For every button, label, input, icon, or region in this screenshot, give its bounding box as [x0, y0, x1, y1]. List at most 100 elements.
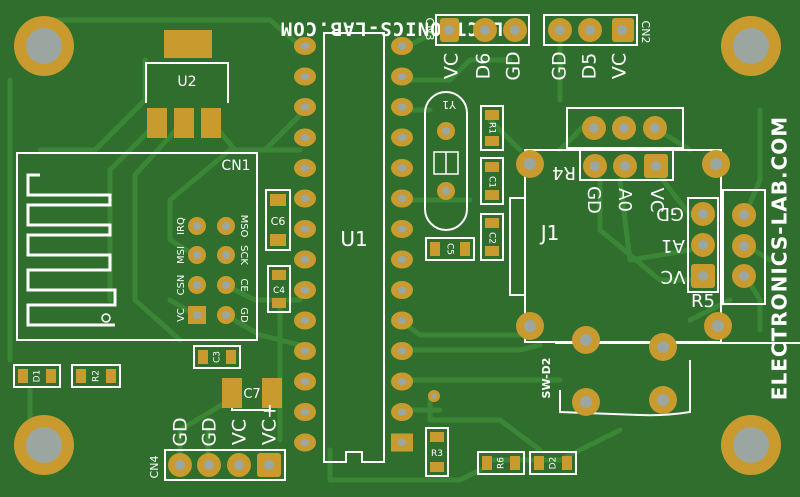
- u1-pin-hole: [397, 439, 407, 446]
- cn1-pin-mso: MSO: [238, 215, 249, 238]
- u1-pin-hole: [300, 164, 310, 172]
- r4-pin-a0: A0: [614, 188, 635, 212]
- c1-capacitor: C1: [480, 157, 504, 205]
- cn3-label: CN3: [423, 18, 436, 41]
- u1-pin-hole: [300, 256, 310, 263]
- mounting-holes: [14, 16, 781, 475]
- u1-pin-hole: [397, 42, 407, 50]
- cn1-pin-msi: MSI: [176, 246, 187, 264]
- u1-pin-hole: [397, 103, 407, 111]
- cn3-pin-d6: D6: [473, 53, 495, 80]
- d1-label: D1: [33, 370, 43, 383]
- r6-resistor: R6: [477, 451, 525, 475]
- u2-regulator: U2: [145, 30, 229, 138]
- r5-pin-a1: A1: [661, 235, 685, 256]
- cn2-label: CN2: [639, 21, 652, 44]
- j1-joystick: J1: [509, 149, 732, 343]
- u1-pin-hole: [300, 134, 310, 141]
- c7-label: C7: [243, 387, 260, 402]
- c5-capacitor: C5: [425, 237, 475, 261]
- r3-label: R3: [431, 449, 443, 459]
- j1-label: J1: [539, 221, 560, 245]
- u1-pin-hole: [397, 378, 407, 385]
- cn3-pin-vc: VC: [441, 53, 463, 79]
- u1-pin-hole: [397, 134, 407, 141]
- u1-pin-hole: [397, 256, 407, 263]
- u1-pin-hole: [300, 286, 310, 294]
- cn4-pin-gd-1: GD: [170, 417, 192, 446]
- r5-label: R5: [691, 291, 715, 312]
- cn1-pins: [188, 217, 235, 324]
- u1-pin-hole: [397, 347, 407, 355]
- u1-pin-hole: [300, 408, 310, 416]
- cn3-pin-gd: GD: [503, 51, 525, 80]
- r4-pin-vc: VC: [646, 188, 667, 213]
- cn4-pin-vc: VC: [229, 419, 251, 445]
- u1-pin-hole: [397, 195, 407, 202]
- cn1-pin-irq: IRQ: [176, 217, 187, 235]
- y1-crystal: Y1: [424, 91, 468, 231]
- u1-pin-hole: [300, 73, 310, 80]
- u2-label: U2: [177, 74, 196, 90]
- cn2-pin-d5: D5: [579, 53, 601, 80]
- cn1-pin-vc: VC: [176, 308, 187, 322]
- u1-pin-hole: [397, 317, 407, 324]
- r4-pin-gd: GD: [583, 186, 604, 214]
- u1-pin-hole: [397, 286, 407, 294]
- cn2-pin-vc: VC: [609, 53, 631, 79]
- c4-label: C4: [273, 286, 285, 296]
- c2-capacitor: C2: [480, 213, 504, 261]
- u1-pin-hole: [300, 225, 310, 233]
- u1-pin-hole: [300, 195, 310, 202]
- u1-label: U1: [340, 227, 367, 251]
- r3-resistor: R3: [425, 427, 449, 477]
- u1-pin-hole: [300, 317, 310, 324]
- u1-pin-hole: [397, 408, 407, 416]
- cn1-label: CN1: [221, 158, 250, 174]
- d1-diode: D1: [13, 364, 61, 388]
- cn1-pin-csn: CSN: [176, 275, 187, 296]
- cn1-radio-module: CN1 IRQ MSI CSN VC MSO SCK CE GD: [16, 152, 258, 341]
- d2-diode: D2: [529, 451, 577, 475]
- c3-label: C3: [213, 351, 223, 363]
- cn4-pin-gd-2: GD: [199, 417, 221, 446]
- vias: [428, 390, 440, 402]
- u1-pin-hole: [397, 164, 407, 172]
- u1-pin-hole: [300, 439, 310, 446]
- u1-pin-hole: [397, 225, 407, 233]
- u1-pin-hole: [300, 347, 310, 355]
- r4-label: R4: [552, 162, 576, 183]
- r5-pin-vc: VC: [661, 266, 686, 287]
- y1-label: Y1: [442, 98, 457, 111]
- r2-label: R2: [92, 370, 102, 382]
- website-label-side: ELECTRONICS-LAB.COM: [768, 116, 792, 400]
- r5-pin-gd: GD: [656, 203, 684, 224]
- r6-label: R6: [497, 457, 507, 469]
- cn2-pin-gd: GD: [549, 51, 571, 80]
- cn1-pin-ce: CE: [238, 278, 249, 291]
- c7-capacitor: C7: [222, 378, 282, 411]
- c6-label: C6: [271, 215, 286, 228]
- sw-d2-switch: SW-D2: [540, 326, 800, 417]
- cn4-header: CN4 GD GD VC VC+: [148, 403, 286, 481]
- r4-potentiometer: R4 GD A0 VC: [552, 107, 684, 214]
- sw-d2-label: SW-D2: [540, 358, 553, 399]
- c6-capacitor: C6: [265, 189, 291, 251]
- r5-potentiometer: R5 GD A1 VC: [656, 189, 766, 312]
- cn3-header: CN3 VC D6 GD: [423, 14, 530, 81]
- u1-pins: [294, 37, 413, 452]
- cn1-pin-sck: SCK: [238, 245, 249, 265]
- cn1-pin-gd: GD: [238, 307, 249, 323]
- u1-pin-hole: [397, 73, 407, 80]
- c4-capacitor: C4: [267, 265, 291, 313]
- r1-label: R1: [487, 122, 497, 134]
- cn4-label: CN4: [148, 456, 161, 479]
- c3-capacitor: C3: [193, 345, 241, 369]
- u1-pin-hole: [300, 378, 310, 385]
- u1-pin-hole: [300, 103, 310, 111]
- c1-label: C1: [487, 176, 497, 188]
- cn2-header: CN2 GD D5 VC: [543, 14, 652, 81]
- u1-microcontroller: U1: [294, 32, 413, 463]
- u1-pin-hole: [300, 42, 310, 50]
